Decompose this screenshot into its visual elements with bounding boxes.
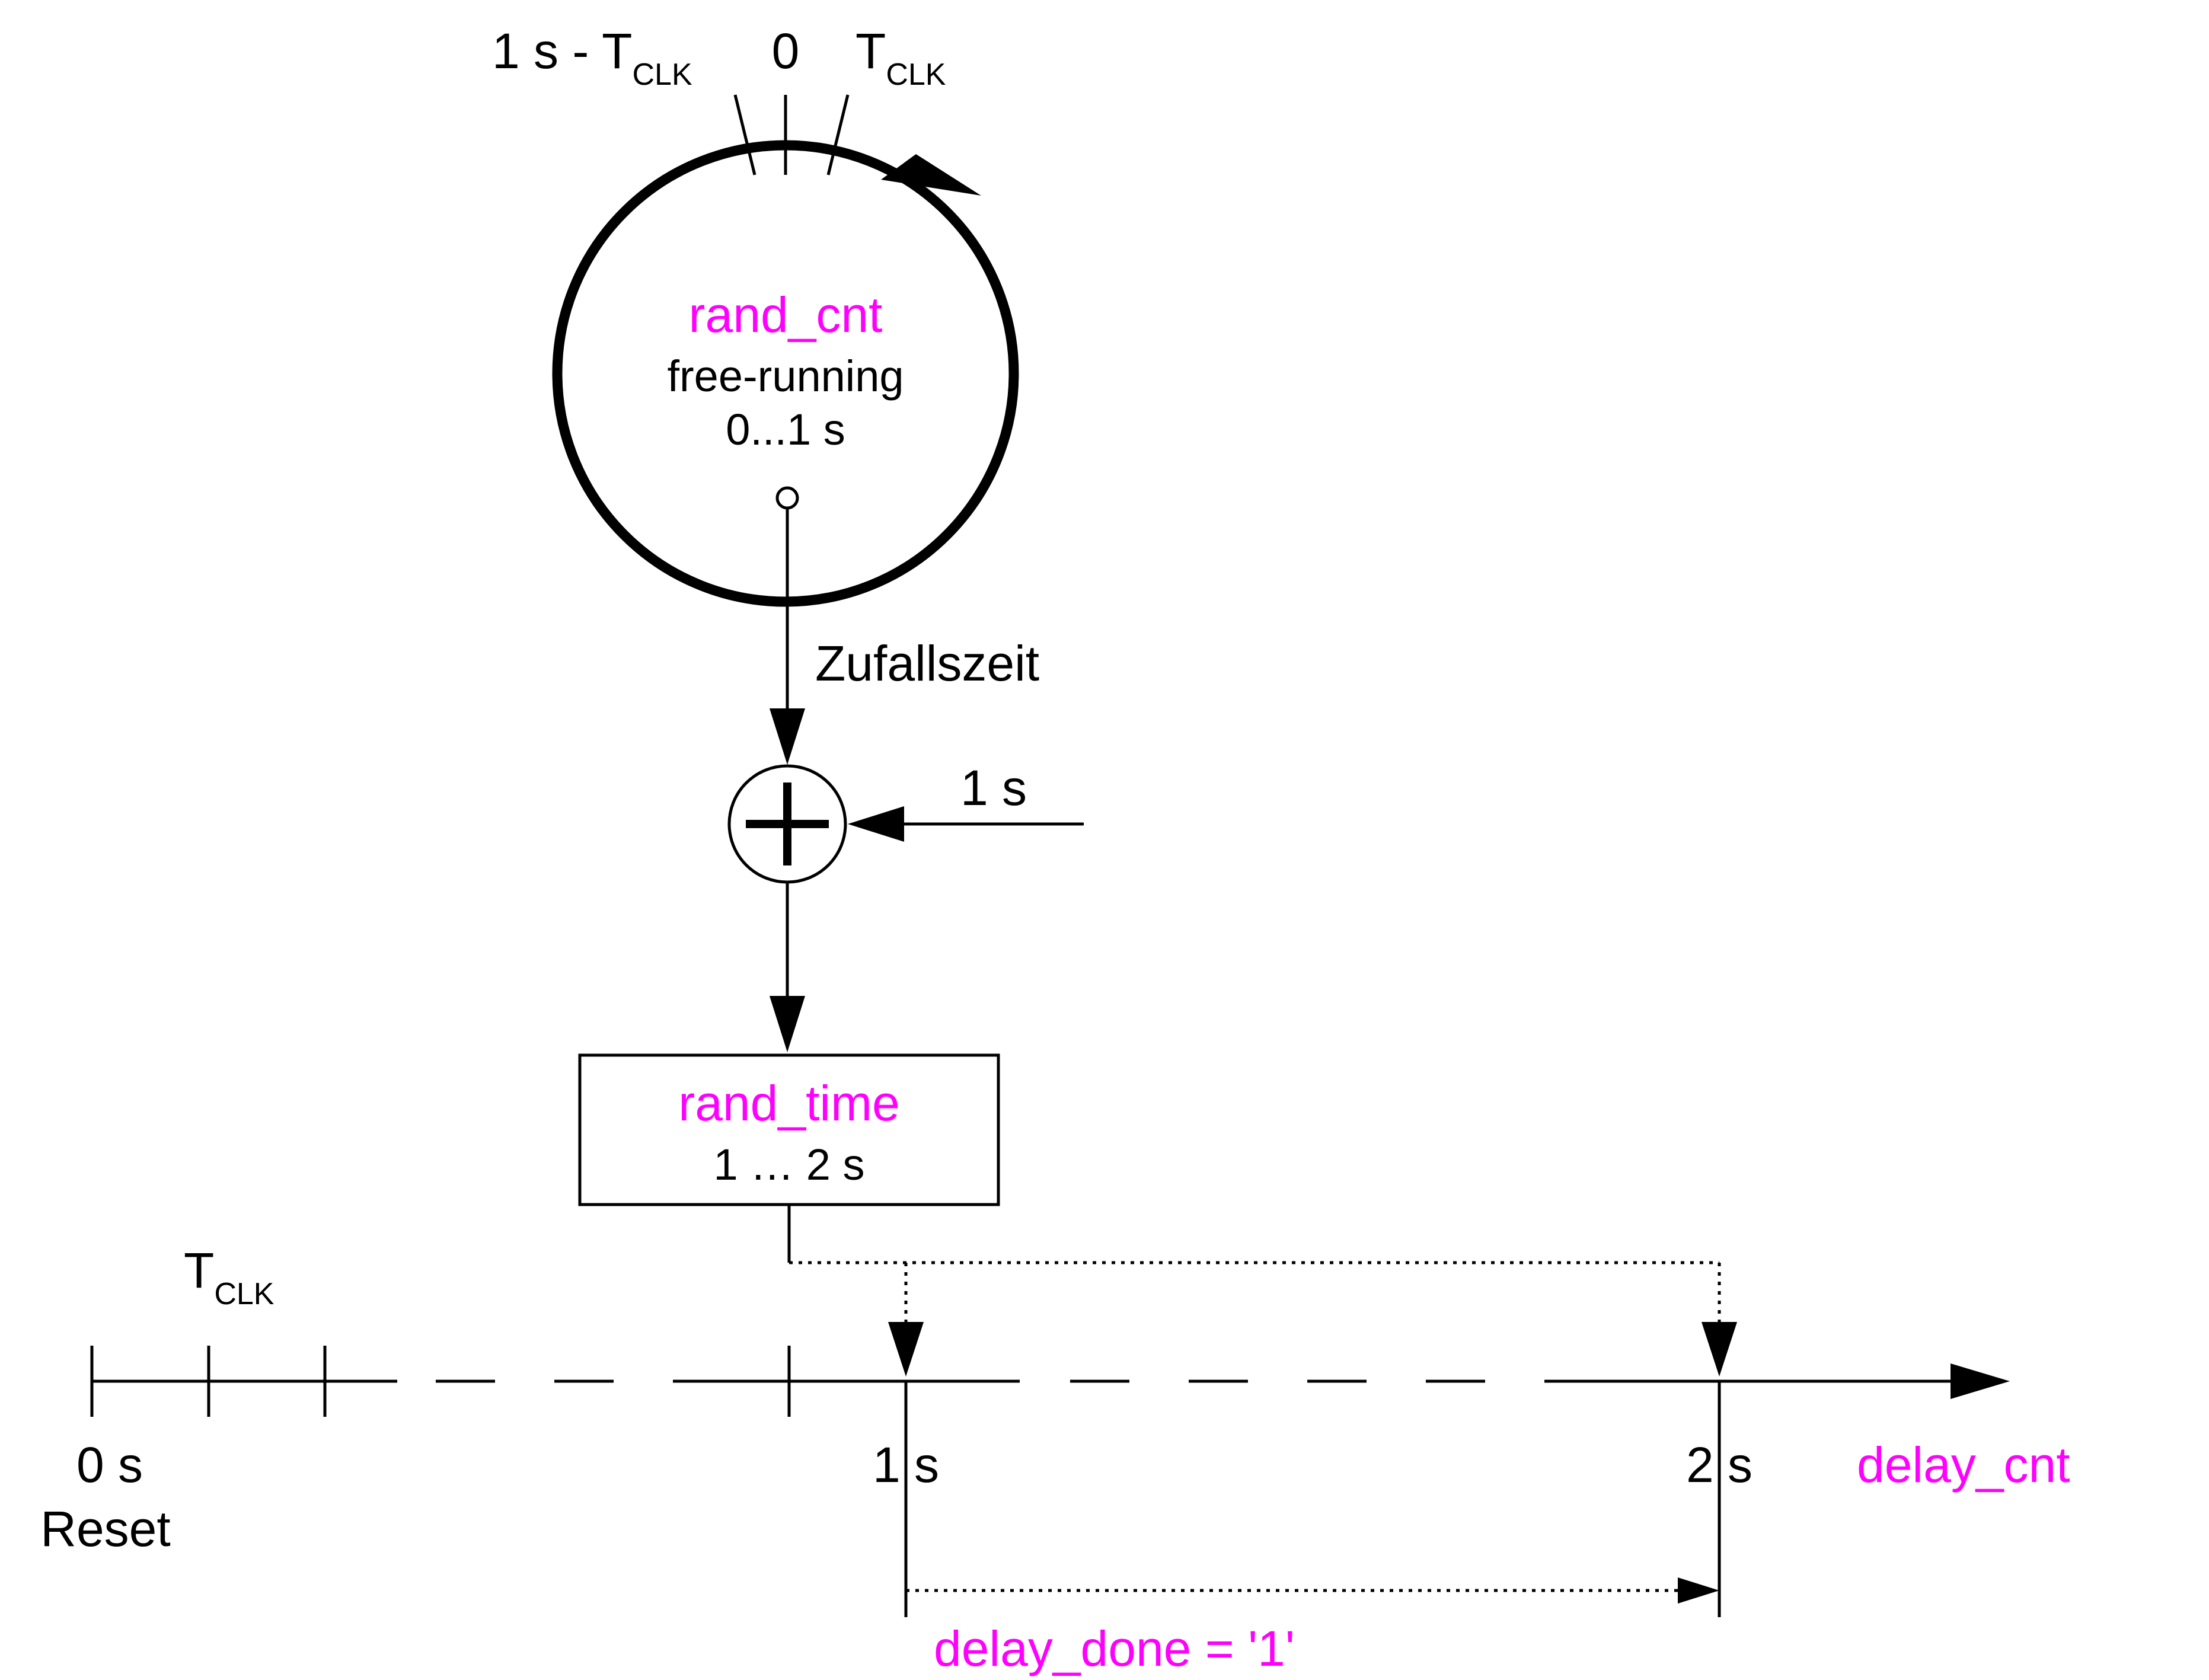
counter-range: 0...1 s xyxy=(726,405,845,454)
timeline-mark-1s: 1 s xyxy=(873,1437,939,1493)
zufallszeit-label: Zufallszeit xyxy=(815,635,1039,691)
register-box xyxy=(578,1053,1000,1206)
marker-arrow-2s xyxy=(1702,1322,1737,1376)
tick-label-right: TCLK xyxy=(855,23,946,92)
sum-arrow xyxy=(770,996,805,1052)
counter-ring xyxy=(552,94,1019,607)
timeline-mark-2s: 2 s xyxy=(1686,1437,1752,1493)
tick-before-zero xyxy=(733,94,756,175)
marker-arrow-1s xyxy=(888,1322,924,1376)
tick-label-left: 1 s - TCLK xyxy=(492,23,692,92)
counter-name: rand_cnt xyxy=(689,287,883,343)
timeline-axis xyxy=(90,1346,2010,1617)
timeline-start-event: Reset xyxy=(40,1501,170,1557)
adder xyxy=(727,764,847,884)
tick-after-zero xyxy=(826,94,850,175)
timeline-tclk-label: TCLK xyxy=(184,1243,274,1311)
timeline-arrow xyxy=(1951,1363,2010,1399)
done-label: delay_done = '1' xyxy=(934,1621,1295,1676)
one-second-input-label: 1 s xyxy=(960,760,1027,816)
register-name: rand_time xyxy=(678,1075,900,1131)
one-second-input-arrow xyxy=(848,806,904,842)
tick-label-zero: 0 xyxy=(772,23,800,79)
register-range: 1 … 2 s xyxy=(714,1140,865,1189)
counter-mode: free-running xyxy=(667,352,904,401)
ring-direction-arrow xyxy=(881,154,981,196)
timeline-name: delay_cnt xyxy=(1857,1437,2070,1493)
done-window-arrow xyxy=(1678,1577,1719,1604)
counter-output-port xyxy=(775,486,799,510)
zufallszeit-arrow xyxy=(770,708,805,765)
timeline-start-value: 0 s xyxy=(76,1437,143,1493)
register-to-timeline-links xyxy=(787,1205,1737,1376)
